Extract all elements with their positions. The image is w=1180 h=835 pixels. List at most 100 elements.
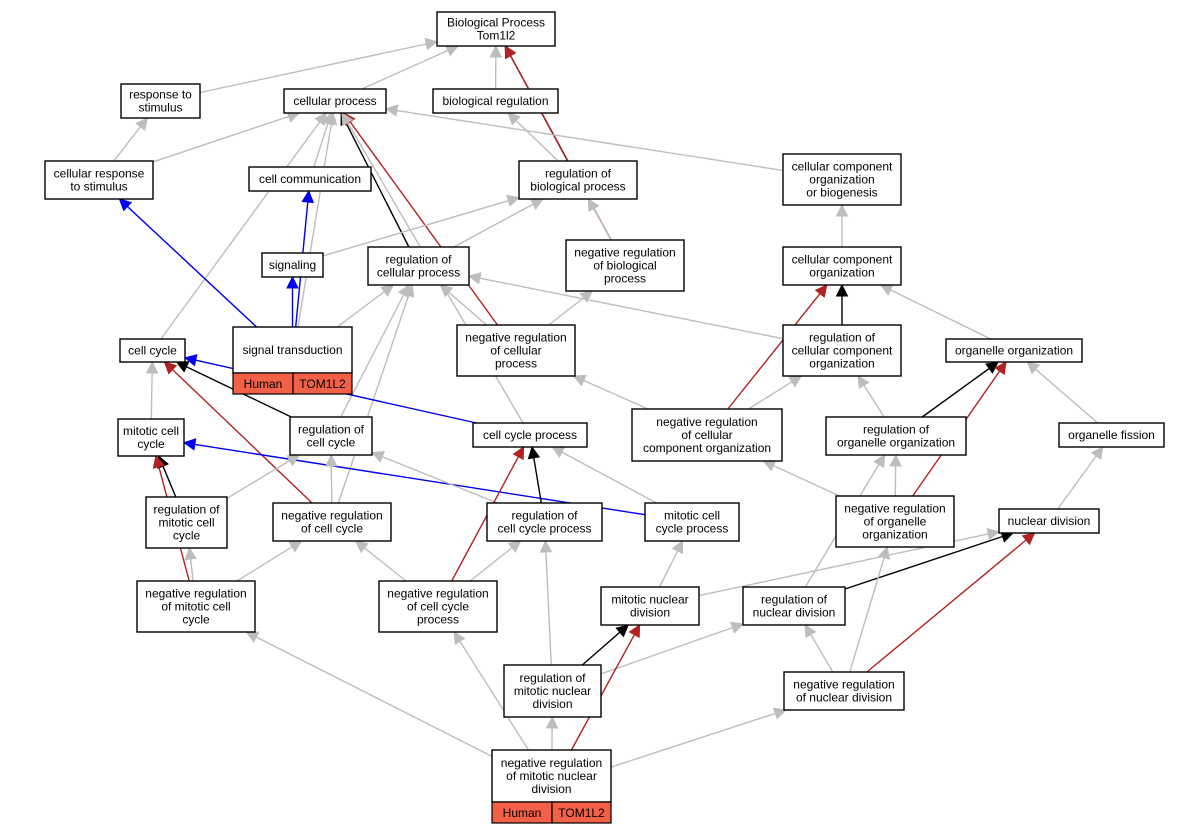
edge-reg_mitotic_nuc_div-to-mitotic_nuc_div [581,624,630,666]
node-label: mitotic nuclear [514,684,591,698]
node-nuclear_div[interactable]: nuclear division [998,508,1100,534]
edge-cell_resp_stim-to-cell_proc [152,110,301,163]
edge-neg_reg_cc_org-to-reg_cc_org [748,375,803,410]
edge-reg_cc_process-to-reg_cell_cycle [370,450,498,504]
edge-neg_reg_mitotic_nuc_div-to-neg_reg_nuc_div [610,707,787,768]
edge-cell_cycle-to-cell_proc [160,112,327,340]
node-box [120,83,201,119]
node-label: negative regulation [793,677,894,691]
node-box [945,338,1083,363]
node-label: process [604,272,646,286]
edge-nuclear_div-to-organelle_fission [1057,446,1104,510]
node-label: biological process [530,180,625,194]
node-box [44,160,154,200]
node-label: negative regulation [145,586,246,600]
node-cell_comm[interactable]: cell communication [248,166,372,192]
gene-tag [551,801,612,824]
edge-neg_reg_cc_org-to-neg_reg_cell_proc [572,374,649,410]
node-label: nuclear division [1008,514,1091,528]
edge-neg_reg_nuc_div-to-reg_nuc_div [804,624,834,673]
edge-neg_reg_cc_process-to-neg_reg_cell_cycle [354,540,407,582]
edge-neg_reg_mitotic_cc-to-neg_reg_cell_cycle [236,540,303,582]
node-box [1058,422,1165,448]
node-box [835,495,955,548]
node-bio_reg[interactable]: biological regulation [432,88,559,114]
node-label: negative regulation [501,756,602,770]
node-box [378,580,498,633]
node-label: organization [809,173,874,187]
node-box [145,496,228,549]
node-cell_proc[interactable]: cellular process [283,88,387,114]
node-label: cellular response [54,166,145,180]
edge-neg_reg_mitotic_nuc_div-to-reg_mitotic_nuc_div [545,715,559,751]
node-box [367,246,470,286]
node-label: cycle [173,529,201,543]
node-signaling[interactable]: signaling [261,252,324,278]
edge-neg_reg_bio_proc-to-reg_bio_proc [587,198,612,241]
edge-mitotic_nuc_div-to-mitotic_cc_process [658,539,683,588]
node-label: negative regulation [281,508,382,522]
node-label: stimulus [138,101,182,115]
node-box [503,664,602,718]
edge-neg_reg_organelle_org-to-reg_organelle_org [889,453,902,497]
node-box [600,586,700,626]
node-cell_cycle[interactable]: cell cycle [119,338,186,363]
node-label: signal transduction [242,343,342,357]
edge-neg_reg_mitotic_nuc_div-to-mitotic_nuc_div [570,624,641,751]
node-label: division [630,606,670,620]
node-label: cycle [137,437,165,451]
edge-cell_resp_stim-to-resp_stim [113,117,148,162]
edge-reg_cc_org-to-reg_cell_proc [467,272,784,340]
edge-neg_reg_cell_proc-to-cell_proc [343,112,499,326]
node-box [486,502,603,542]
node-box [644,502,740,542]
edge-sig_trans-to-reg_cell_proc [336,284,395,328]
edge-bio_reg-to-bp [489,44,503,90]
edge-neg_reg_mitotic_cc-to-reg_mitotic_cc [184,546,197,582]
node-organelle_org[interactable]: organelle organization [945,338,1083,363]
node-box [472,422,588,448]
node-label: negative regulation [656,415,757,429]
edge-sig_trans-to-cell_resp_stim [118,198,258,328]
node-box [825,416,967,456]
edge-sig_trans-to-signaling [286,275,299,327]
node-label: regulation of [761,592,828,606]
edge-reg_organelle_org-to-reg_cc_org [857,375,885,418]
node-organelle_fission[interactable]: organelle fission [1058,422,1165,448]
node-cc_process[interactable]: cell cycle process [472,422,588,448]
node-label: cell cycle process [497,522,591,536]
node-label: negative regulation [387,586,488,600]
node-label: regulation of [153,502,220,516]
node-label: mitotic cell [158,516,214,530]
species-tag-label: Human [244,377,283,391]
node-label: cell communication [259,172,361,186]
